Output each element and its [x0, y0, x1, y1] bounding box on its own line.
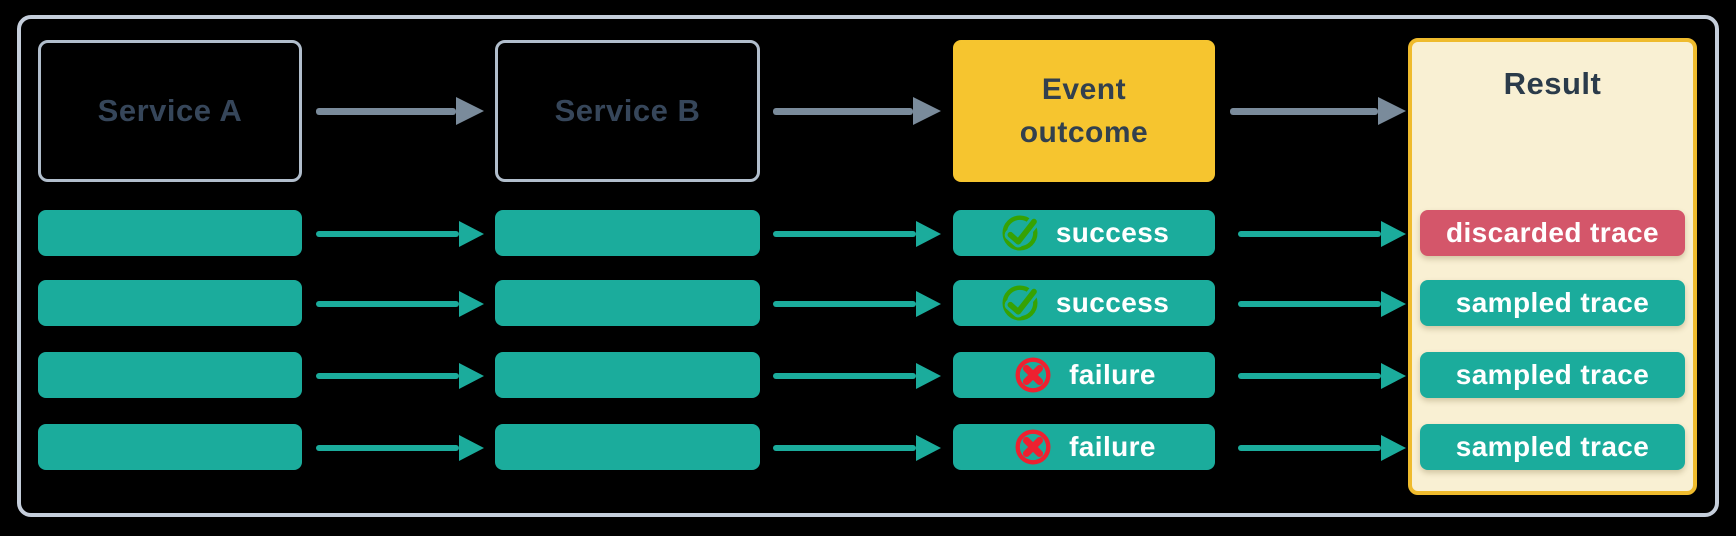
arrow-shaft [1238, 301, 1381, 307]
arrow-head [1378, 97, 1406, 125]
arrow-head [913, 97, 941, 125]
trace-arrow-icon [1238, 433, 1406, 463]
arrow-shaft [316, 445, 459, 451]
arrow-head [459, 221, 484, 247]
event-outcome-label-line2: outcome [1019, 116, 1149, 149]
arrow-shaft [316, 373, 459, 379]
check-circle-icon [999, 282, 1041, 324]
outcome-label: success [1055, 217, 1170, 248]
arrow-shaft [773, 445, 916, 451]
arrow-head [916, 363, 941, 389]
outcome-label: failure [1069, 431, 1156, 462]
service-b-label: Service B [554, 93, 701, 128]
x-circle-icon [1012, 426, 1054, 468]
result-chip-label: discarded trace [1446, 217, 1659, 248]
arrow-shaft [316, 107, 456, 115]
trace-span-service-a [38, 424, 302, 470]
x-circle-icon [1012, 354, 1054, 396]
result-chip-discarded: discarded trace [1420, 210, 1685, 256]
service-b-box: Service B [495, 40, 760, 182]
service-a-label: Service A [97, 93, 243, 128]
trace-arrow-icon [773, 219, 941, 249]
arrow-shaft [773, 373, 916, 379]
trace-span-service-a [38, 352, 302, 398]
trace-arrow-icon [773, 361, 941, 391]
arrow-event-to-result-icon [1230, 96, 1406, 126]
arrow-head [459, 435, 484, 461]
outcome-box-success: success [953, 210, 1215, 256]
trace-span-service-b [495, 352, 760, 398]
trace-span-service-b [495, 280, 760, 326]
trace-span-service-a [38, 210, 302, 256]
outcome-box-failure: failure [953, 352, 1215, 398]
arrow-head [1381, 221, 1406, 247]
outcome-label: failure [1069, 359, 1156, 390]
arrow-shaft [1230, 107, 1378, 115]
event-outcome-box: Event outcome [953, 40, 1215, 182]
arrow-shaft [1238, 445, 1381, 451]
trace-arrow-icon [1238, 219, 1406, 249]
service-a-box: Service A [38, 40, 302, 182]
result-chip-sampled: sampled trace [1420, 424, 1685, 470]
result-panel-title: Result [1503, 66, 1602, 101]
result-chip-label: sampled trace [1455, 359, 1650, 390]
arrow-shaft [773, 107, 913, 115]
result-chip-sampled: sampled trace [1420, 352, 1685, 398]
arrow-shaft [1238, 231, 1381, 237]
arrow-service-b-to-event-icon [773, 96, 941, 126]
check-circle-icon [999, 212, 1041, 254]
arrow-shaft [316, 301, 459, 307]
arrow-shaft [773, 231, 916, 237]
arrow-service-a-to-b-icon [316, 96, 484, 126]
diagram-frame [17, 15, 1719, 517]
outcome-box-failure: failure [953, 424, 1215, 470]
trace-arrow-icon [1238, 361, 1406, 391]
arrow-head [456, 97, 484, 125]
event-outcome-label-line1: Event [1041, 73, 1127, 106]
arrow-head [916, 435, 941, 461]
trace-arrow-icon [316, 219, 484, 249]
arrow-head [459, 291, 484, 317]
arrow-head [1381, 291, 1406, 317]
arrow-head [916, 291, 941, 317]
arrow-shaft [773, 301, 916, 307]
trace-arrow-icon [316, 433, 484, 463]
arrow-head [1381, 363, 1406, 389]
arrow-shaft [1238, 373, 1381, 379]
outcome-label: success [1055, 287, 1170, 318]
trace-arrow-icon [1238, 289, 1406, 319]
arrow-head [1381, 435, 1406, 461]
result-chip-label: sampled trace [1455, 431, 1650, 462]
trace-arrow-icon [316, 361, 484, 391]
trace-span-service-b [495, 424, 760, 470]
trace-span-service-b [495, 210, 760, 256]
result-panel: Result [1408, 38, 1697, 495]
result-chip-label: sampled trace [1455, 287, 1650, 318]
trace-arrow-icon [316, 289, 484, 319]
arrow-head [459, 363, 484, 389]
trace-span-service-a [38, 280, 302, 326]
trace-arrow-icon [773, 433, 941, 463]
trace-arrow-icon [773, 289, 941, 319]
result-chip-sampled: sampled trace [1420, 280, 1685, 326]
arrow-shaft [316, 231, 459, 237]
arrow-head [916, 221, 941, 247]
outcome-box-success: success [953, 280, 1215, 326]
